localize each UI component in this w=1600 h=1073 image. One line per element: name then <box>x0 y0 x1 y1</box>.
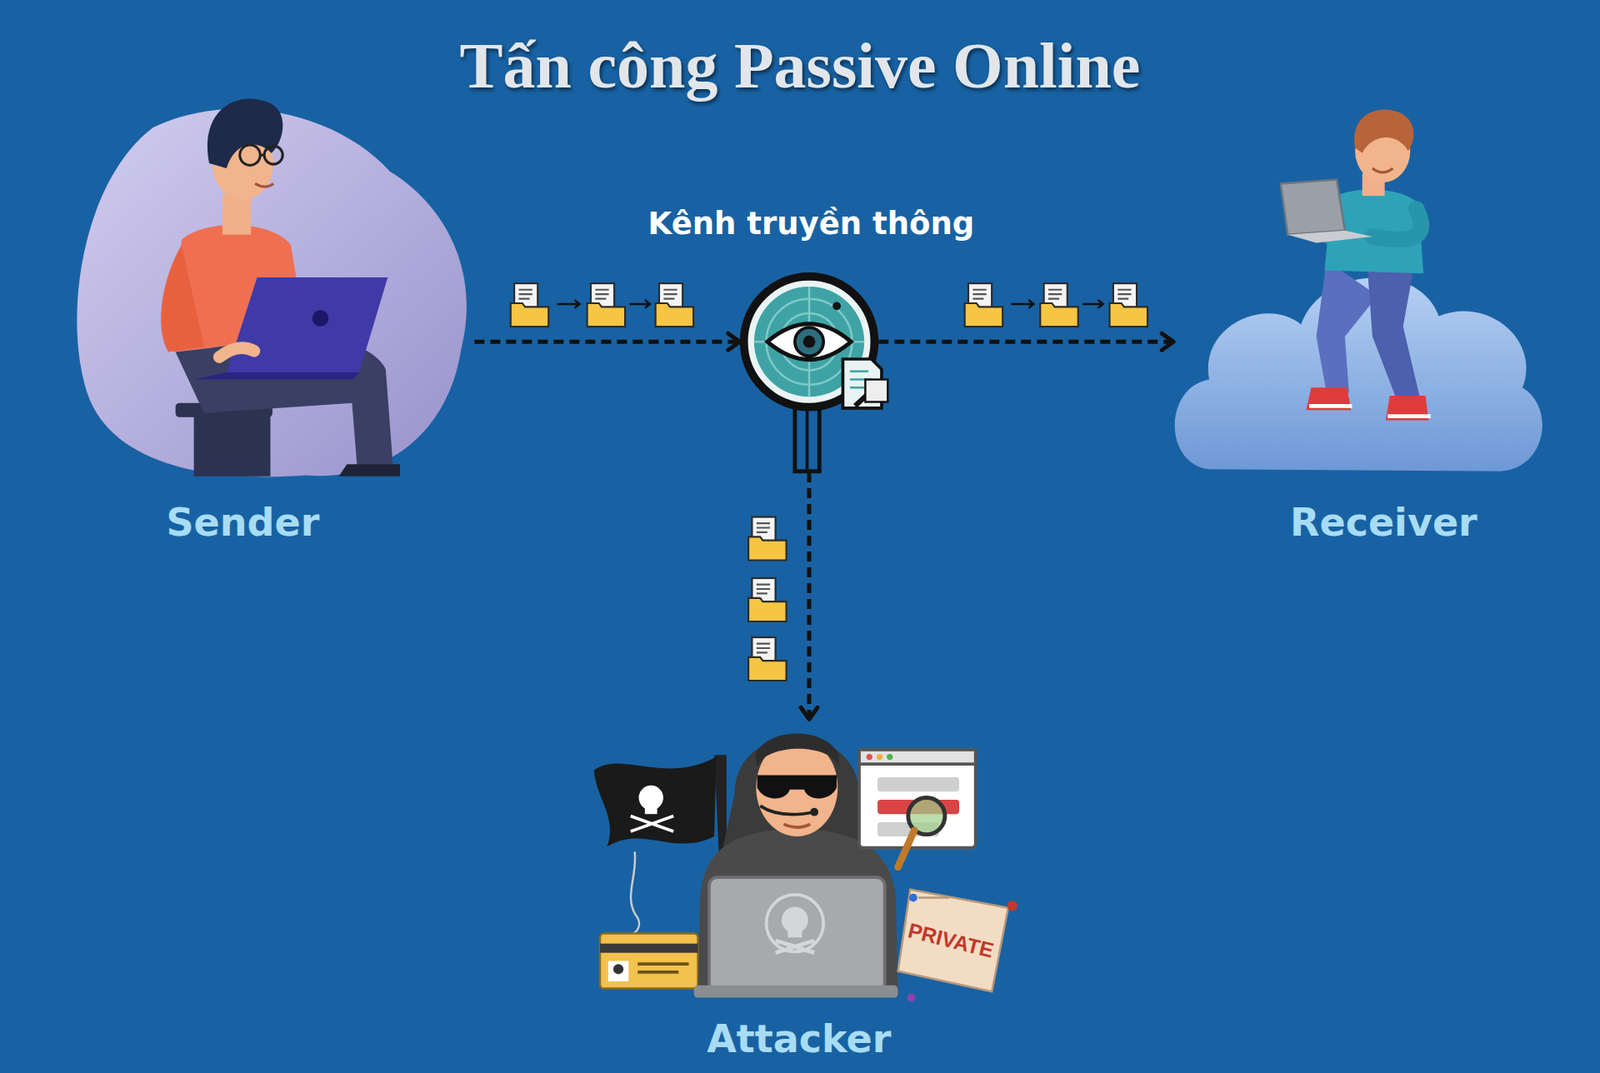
sender-figure <box>76 99 467 478</box>
receiver-node: Receiver <box>1173 122 1541 480</box>
dashed-connector <box>878 340 1174 345</box>
attacker-figure <box>594 733 1018 1002</box>
node-label: Attacker <box>706 1016 891 1061</box>
node-label: Receiver <box>1290 500 1478 545</box>
receiver-figure <box>1175 110 1543 472</box>
sender-node: Sender <box>81 101 475 480</box>
paper-stamp: PRIVATE <box>905 918 997 963</box>
attacker-node: Attacker <box>591 719 1020 1005</box>
node-label: Kênh truyền thông <box>648 206 975 243</box>
channel-node: Kênh truyền thông <box>740 272 880 473</box>
diagram-title: Tấn công Passive Online <box>0 33 1600 99</box>
node-label: Sender <box>165 500 320 545</box>
dashed-connector <box>474 340 740 345</box>
eye-magnifier-icon <box>744 276 889 472</box>
title-underline <box>525 128 1075 132</box>
dashed-connector <box>807 472 812 720</box>
